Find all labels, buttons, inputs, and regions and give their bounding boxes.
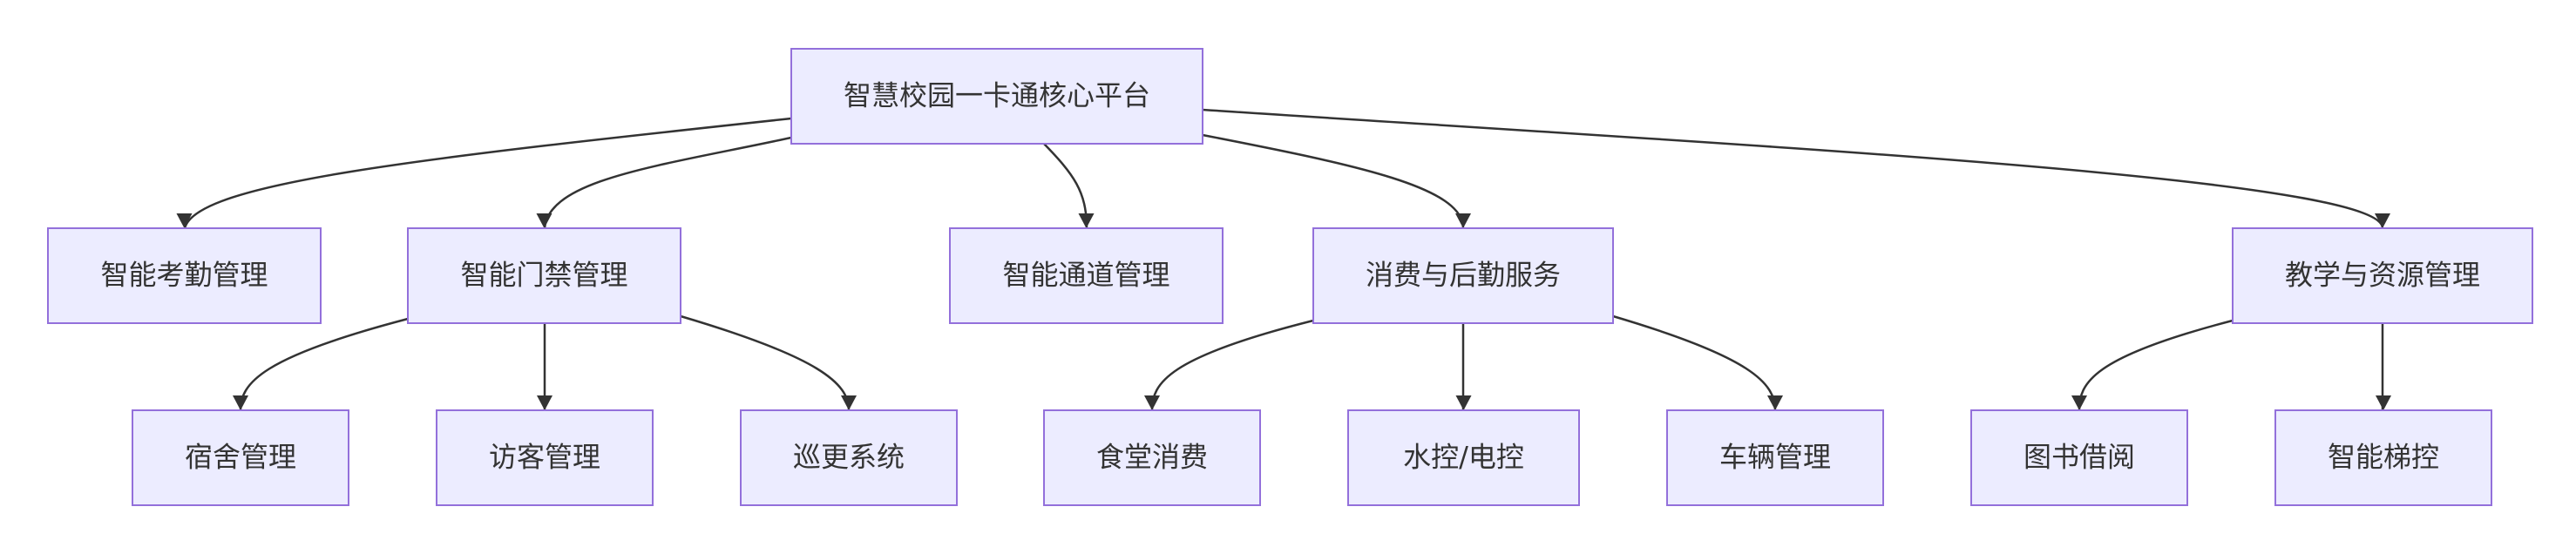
node-box: [1347, 409, 1580, 506]
arrowhead-icon: [1767, 395, 1783, 410]
node-label: 巡更系统: [793, 441, 905, 474]
edge-root-teaching: [1202, 108, 2390, 229]
node-access[interactable]: 智能门禁管理: [407, 227, 681, 324]
node-box: [436, 409, 654, 506]
edge-line: [239, 317, 409, 411]
node-box: [1043, 409, 1261, 506]
node-label: 图书借阅: [2024, 441, 2135, 474]
edge-root-channel: [1043, 143, 1095, 229]
edge-access-patrol: [680, 314, 857, 411]
node-water[interactable]: 水控/电控: [1347, 409, 1580, 506]
edge-line: [543, 136, 792, 229]
arrowhead-icon: [537, 395, 552, 410]
edge-line: [1202, 133, 1465, 229]
node-label: 宿舍管理: [185, 441, 296, 474]
node-box: [2274, 409, 2492, 506]
node-label: 智能梯控: [2328, 441, 2439, 474]
edge-teaching-elevator: [2376, 323, 2391, 410]
node-visitor[interactable]: 访客管理: [436, 409, 654, 506]
edge-consume-canteen: [1144, 319, 1314, 411]
node-box: [1666, 409, 1884, 506]
edge-line: [183, 117, 792, 229]
edge-line: [1202, 108, 2384, 229]
node-box: [1970, 409, 2188, 506]
arrowhead-icon: [176, 213, 193, 228]
arrowhead-icon: [536, 213, 552, 228]
node-label: 车辆管理: [1719, 441, 1831, 474]
node-box: [407, 227, 681, 324]
edge-access-visitor: [537, 323, 552, 410]
node-dorm[interactable]: 宿舍管理: [132, 409, 349, 506]
edge-root-attendance: [176, 117, 792, 229]
node-label: 水控/电控: [1403, 441, 1524, 474]
node-teaching[interactable]: 教学与资源管理: [2232, 227, 2533, 324]
edge-access-dorm: [233, 317, 409, 411]
node-box: [1312, 227, 1614, 324]
edge-line: [680, 314, 851, 411]
node-label: 访客管理: [489, 441, 600, 474]
arrowhead-icon: [1455, 395, 1472, 410]
node-canteen[interactable]: 食堂消费: [1043, 409, 1261, 506]
edge-consume-water: [1455, 323, 1472, 410]
arrowhead-icon: [2071, 395, 2087, 410]
node-consume[interactable]: 消费与后勤服务: [1312, 227, 1614, 324]
edge-root-consume: [1202, 133, 1471, 229]
node-label: 智慧校园一卡通核心平台: [844, 79, 1150, 112]
node-label: 智能考勤管理: [100, 259, 268, 292]
node-root[interactable]: 智慧校园一卡通核心平台: [790, 48, 1203, 145]
node-box: [949, 227, 1224, 324]
arrowhead-icon: [2375, 213, 2390, 228]
edge-teaching-library: [2071, 319, 2234, 411]
edges-layer: [176, 108, 2391, 411]
arrowhead-icon: [233, 395, 248, 410]
node-patrol[interactable]: 巡更系统: [740, 409, 958, 506]
node-label: 教学与资源管理: [2285, 259, 2480, 292]
arrowhead-icon: [841, 395, 857, 410]
edge-line: [2078, 319, 2234, 411]
node-box: [47, 227, 322, 324]
arrowhead-icon: [1078, 213, 1095, 228]
node-label: 消费与后勤服务: [1366, 259, 1561, 292]
edge-consume-vehicle: [1612, 314, 1783, 411]
arrowhead-icon: [1455, 213, 1471, 228]
node-vehicle[interactable]: 车辆管理: [1666, 409, 1884, 506]
arrowhead-icon: [1144, 395, 1160, 410]
node-label: 食堂消费: [1096, 441, 1208, 474]
edge-line: [1150, 319, 1314, 411]
node-channel[interactable]: 智能通道管理: [949, 227, 1224, 324]
node-attendance[interactable]: 智能考勤管理: [47, 227, 322, 324]
node-box: [132, 409, 349, 506]
node-label: 智能门禁管理: [460, 259, 627, 292]
edge-line: [1612, 314, 1777, 411]
arrowhead-icon: [2376, 395, 2391, 410]
node-library[interactable]: 图书借阅: [1970, 409, 2188, 506]
node-box: [740, 409, 958, 506]
node-label: 智能通道管理: [1002, 259, 1169, 292]
node-box: [2232, 227, 2533, 324]
edge-root-access: [536, 136, 792, 229]
node-box: [790, 48, 1203, 145]
node-elevator[interactable]: 智能梯控: [2274, 409, 2492, 506]
